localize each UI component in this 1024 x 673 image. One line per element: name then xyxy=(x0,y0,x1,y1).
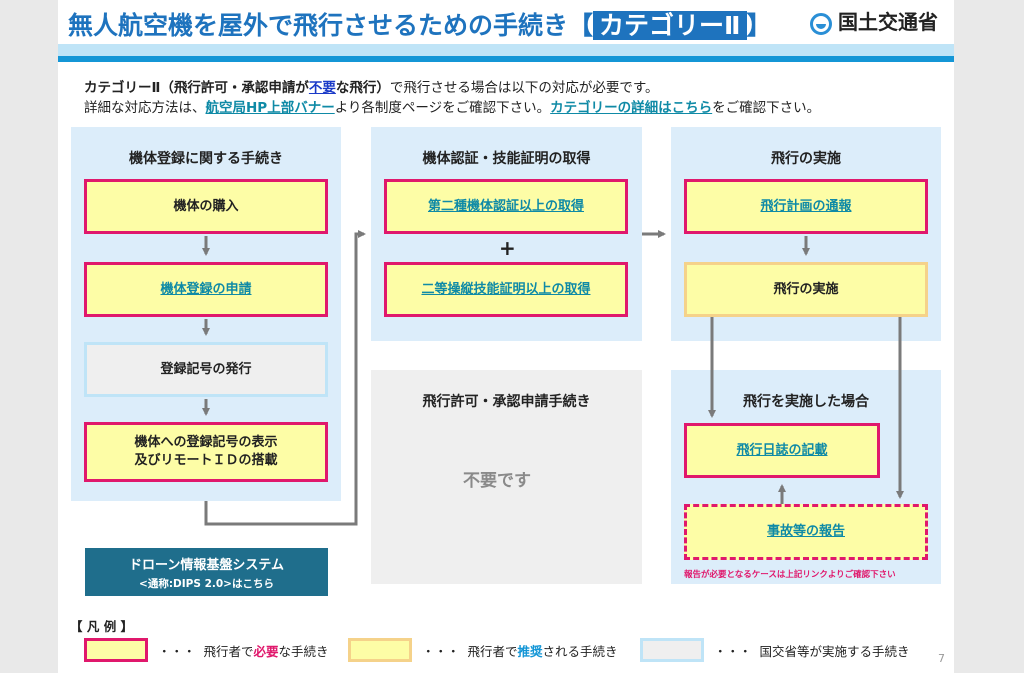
header-band-dark xyxy=(58,56,954,62)
right-margin xyxy=(954,0,1024,673)
plus-icon: + xyxy=(499,236,516,260)
certification-panel-title: 機体認証・技能証明の取得 xyxy=(422,151,591,167)
legend-mlit-swatch xyxy=(640,638,704,662)
registration-panel-title: 機体登録に関する手続き xyxy=(129,151,283,167)
dips-banner[interactable]: ドローン情報基盤システム <通称:DIPS 2.0>はこちら xyxy=(85,548,328,596)
jcab-banner-link[interactable]: 航空局HP上部バナー xyxy=(205,100,335,116)
permit-panel: 飛行許可・承認申請手続き 不要です xyxy=(371,370,642,584)
page-title: 無人航空機を屋外で飛行させるための手続き【カテゴリーⅡ】 xyxy=(68,11,772,40)
display-code-remote-id-step: 機体への登録記号の表示及びリモートＩＤの搭載 xyxy=(84,422,328,482)
registration-code-issue-step: 登録記号の発行 xyxy=(84,342,328,397)
mlit-logo: 国土交通省 xyxy=(810,6,938,35)
not-required-link[interactable]: 不要 xyxy=(308,80,336,96)
legend-recommended-swatch xyxy=(348,638,412,662)
flight-plan-notification-step[interactable]: 飛行計画の通報 xyxy=(684,179,928,234)
legend-required-text: ・・・ 飛行者で必要な手続き xyxy=(158,644,329,659)
flight-panel-title: 飛行の実施 xyxy=(771,151,841,167)
legend-title: 【 凡 例 】 xyxy=(70,619,134,634)
category-badge: カテゴリーⅡ xyxy=(593,11,747,40)
header-band-light xyxy=(58,44,954,56)
mlit-emblem-icon xyxy=(810,12,832,35)
arrow-registration-to-certification xyxy=(204,230,366,526)
after-flight-panel-title: 飛行を実施した場合 xyxy=(743,394,869,410)
flow-arrows xyxy=(202,230,904,526)
not-required-text: 不要です xyxy=(463,471,531,491)
registration-application-step[interactable]: 機体登録の申請 xyxy=(84,262,328,317)
accident-report-step[interactable]: 事故等の報告 xyxy=(684,504,928,560)
legend-mlit-text: ・・・ 国交省等が実施する手続き xyxy=(714,644,910,659)
left-margin xyxy=(0,0,58,673)
conduct-flight-step: 飛行の実施 xyxy=(684,262,928,317)
permit-panel-title: 飛行許可・承認申請手続き xyxy=(422,394,591,410)
type2-certification-link[interactable]: 第二種機体認証以上の取得 xyxy=(427,198,584,214)
legend-required-swatch xyxy=(84,638,148,662)
type2-certification-step[interactable]: 第二種機体認証以上の取得 xyxy=(384,179,628,234)
purchase-aircraft-step: 機体の購入 xyxy=(84,179,328,234)
page-number: 7 xyxy=(938,652,945,665)
legend-recommended-text: ・・・ 飛行者で推奨される手続き xyxy=(422,644,618,659)
class2-license-step[interactable]: 二等操縦技能証明以上の取得 xyxy=(384,262,628,317)
category-details-link[interactable]: カテゴリーの詳細はこちら xyxy=(550,100,713,116)
flight-log-step[interactable]: 飛行日誌の記載 xyxy=(684,423,880,478)
flight-plan-notification-link[interactable]: 飛行計画の通報 xyxy=(760,198,852,214)
flight-log-link[interactable]: 飛行日誌の記載 xyxy=(736,442,828,458)
intro-text: カテゴリーⅡ（飛行許可・承認申請が不要な飛行）で飛行させる場合は以下の対応が必要… xyxy=(84,80,821,116)
report-note: 報告が必要となるケースは上記リンクよりご確認下さい xyxy=(684,570,896,580)
accident-report-link[interactable]: 事故等の報告 xyxy=(766,524,845,539)
registration-application-link[interactable]: 機体登録の申請 xyxy=(160,281,252,297)
class2-license-link[interactable]: 二等操縦技能証明以上の取得 xyxy=(421,281,591,297)
slide: 無人航空機を屋外で飛行させるための手続き【カテゴリーⅡ】 国土交通省 カテゴリー… xyxy=(58,0,954,673)
